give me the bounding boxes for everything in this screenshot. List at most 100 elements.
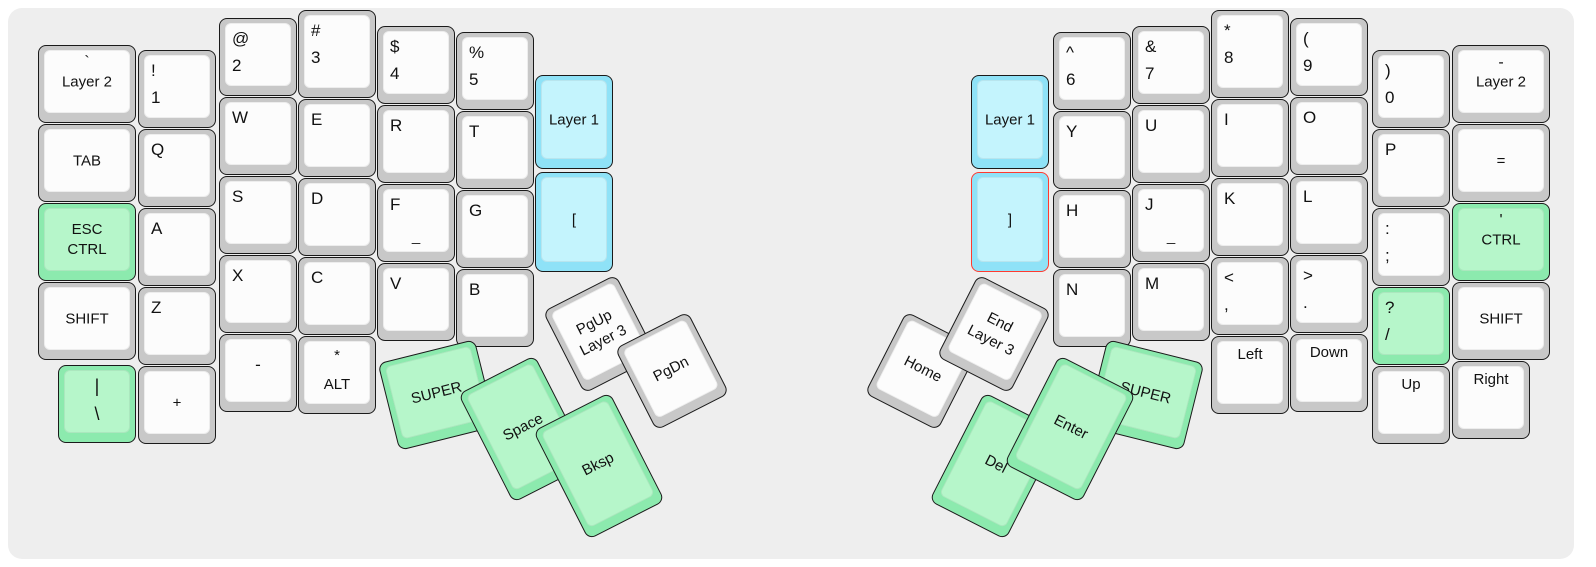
key-l-g[interactable]: G bbox=[456, 190, 534, 268]
key-l-bracket-left[interactable]: [ bbox=[535, 172, 613, 272]
keycap-surface: J_ bbox=[1138, 189, 1204, 252]
key-legend-dash: - bbox=[255, 355, 261, 374]
key-l-tab[interactable]: TAB bbox=[38, 124, 136, 202]
key-r-slash[interactable]: ?/ bbox=[1372, 287, 1450, 365]
key-r-left[interactable]: Left bbox=[1211, 336, 1289, 414]
key-r-equals[interactable]: = bbox=[1452, 124, 1550, 202]
key-l-w[interactable]: W bbox=[219, 97, 297, 175]
key-l-q[interactable]: Q bbox=[138, 129, 216, 207]
key-legend-tl: C bbox=[311, 268, 324, 287]
key-l-a[interactable]: A bbox=[138, 208, 216, 286]
key-r-k[interactable]: K bbox=[1211, 178, 1289, 256]
key-legend-bl: , bbox=[1224, 295, 1229, 314]
keycap-surface: M bbox=[1138, 268, 1204, 331]
key-l-alt[interactable]: ALT* bbox=[298, 336, 376, 414]
key-legend-bl: 1 bbox=[151, 88, 161, 107]
key-legend-tl: P bbox=[1385, 140, 1397, 159]
key-l-esc-ctrl[interactable]: ESC CTRL bbox=[38, 203, 136, 281]
key-l-layer1[interactable]: Layer 1 bbox=[535, 75, 613, 169]
key-r-h[interactable]: H bbox=[1053, 190, 1131, 268]
key-r-l[interactable]: L bbox=[1290, 176, 1368, 254]
key-l-b[interactable]: B bbox=[456, 269, 534, 347]
key-l-2[interactable]: @2 bbox=[219, 18, 297, 96]
key-l-5[interactable]: %5 bbox=[456, 32, 534, 110]
key-legend-tl: J bbox=[1145, 195, 1154, 214]
key-l-r[interactable]: R bbox=[377, 105, 455, 183]
key-l-s[interactable]: S bbox=[219, 176, 297, 254]
key-r-period[interactable]: >. bbox=[1290, 255, 1368, 333]
key-legend-bl: ; bbox=[1385, 246, 1390, 265]
key-r-layer1[interactable]: Layer 1 bbox=[971, 75, 1049, 169]
key-r-6[interactable]: ^6 bbox=[1053, 32, 1131, 110]
keycap-surface: S bbox=[225, 181, 291, 244]
key-r-p[interactable]: P bbox=[1372, 129, 1450, 207]
key-l-v[interactable]: V bbox=[377, 263, 455, 341]
keycap-surface: %5 bbox=[462, 37, 528, 100]
key-r-semicolon[interactable]: :; bbox=[1372, 208, 1450, 286]
keycap-surface: X bbox=[225, 260, 291, 323]
key-r-bracket-right[interactable]: ] bbox=[971, 172, 1049, 272]
keycap-surface: #3 bbox=[304, 15, 370, 88]
key-legend-bl: 0 bbox=[1385, 88, 1395, 107]
keycap-surface: Z bbox=[144, 292, 210, 355]
key-r-u[interactable]: U bbox=[1132, 105, 1210, 183]
key-r-m[interactable]: M bbox=[1132, 263, 1210, 341]
keycap-surface: Up bbox=[1378, 371, 1444, 434]
key-l-1[interactable]: !1 bbox=[138, 50, 216, 128]
key-l-d[interactable]: D bbox=[298, 178, 376, 256]
keycap-surface: <, bbox=[1217, 262, 1283, 325]
key-legend-tl: * bbox=[1224, 21, 1231, 40]
keycap-surface: D bbox=[304, 183, 370, 246]
key-r-j[interactable]: J_ bbox=[1132, 184, 1210, 262]
key-legend-tc: Up bbox=[1401, 376, 1421, 393]
key-r-i[interactable]: I bbox=[1211, 99, 1289, 177]
key-legend-tl: X bbox=[232, 266, 244, 285]
key-r-7[interactable]: &7 bbox=[1132, 26, 1210, 104]
key-l-e[interactable]: E bbox=[298, 99, 376, 177]
key-l-c[interactable]: C bbox=[298, 257, 376, 335]
key-legend-ctr: Bksp bbox=[579, 448, 617, 479]
key-legend-tl: ( bbox=[1303, 29, 1309, 48]
key-r-0[interactable]: )0 bbox=[1372, 50, 1450, 128]
key-r-comma[interactable]: <, bbox=[1211, 257, 1289, 335]
key-l-plus[interactable]: + bbox=[138, 366, 216, 444]
key-legend-tl: W bbox=[232, 108, 249, 127]
key-legend-tl: S bbox=[232, 187, 244, 206]
key-l-grave-layer2[interactable]: Layer 2` bbox=[38, 45, 136, 123]
key-r-right[interactable]: Right bbox=[1452, 361, 1530, 439]
key-l-4[interactable]: $4 bbox=[377, 26, 455, 104]
keycap-surface: Layer 2- bbox=[1458, 50, 1544, 113]
key-r-o[interactable]: O bbox=[1290, 97, 1368, 175]
key-legend-tl: D bbox=[311, 189, 324, 208]
key-r-quote-ctrl[interactable]: CTRL' bbox=[1452, 203, 1550, 281]
key-legend-tl: ) bbox=[1385, 61, 1391, 80]
keycap-surface: B bbox=[462, 274, 528, 337]
keycap-surface: &7 bbox=[1138, 31, 1204, 94]
keycap-surface: \| bbox=[64, 370, 130, 433]
key-l-x[interactable]: X bbox=[219, 255, 297, 333]
key-r-y[interactable]: Y bbox=[1053, 111, 1131, 189]
key-r-down[interactable]: Down bbox=[1290, 334, 1368, 412]
key-r-up[interactable]: Up bbox=[1372, 366, 1450, 444]
key-l-minus[interactable]: - bbox=[219, 334, 297, 412]
key-r-8[interactable]: *8 bbox=[1211, 10, 1289, 98]
keycap-surface: Layer 1 bbox=[977, 80, 1043, 159]
key-r-shift[interactable]: SHIFT bbox=[1452, 282, 1550, 360]
key-l-3[interactable]: #3 bbox=[298, 10, 376, 98]
keycap-surface: I bbox=[1217, 104, 1283, 167]
key-legend-ctr: PgDn bbox=[650, 352, 692, 385]
key-l-shift[interactable]: SHIFT bbox=[38, 282, 136, 360]
key-legend-bsl: \ bbox=[94, 404, 100, 424]
key-r-n[interactable]: N bbox=[1053, 269, 1131, 347]
key-l-f[interactable]: F_ bbox=[377, 184, 455, 262]
key-l-z[interactable]: Z bbox=[138, 287, 216, 365]
key-r-minus-layer2[interactable]: Layer 2- bbox=[1452, 45, 1550, 123]
key-legend-ctr: Enter bbox=[1051, 411, 1091, 443]
key-legend-bl: / bbox=[1385, 325, 1390, 344]
key-r-9[interactable]: (9 bbox=[1290, 18, 1368, 96]
key-legend-tick: - bbox=[1498, 54, 1504, 71]
key-legend-tl: G bbox=[469, 201, 483, 220]
key-l-pipe-backslash[interactable]: \| bbox=[58, 365, 136, 443]
key-l-t[interactable]: T bbox=[456, 111, 534, 189]
key-legend-tl: K bbox=[1224, 189, 1236, 208]
